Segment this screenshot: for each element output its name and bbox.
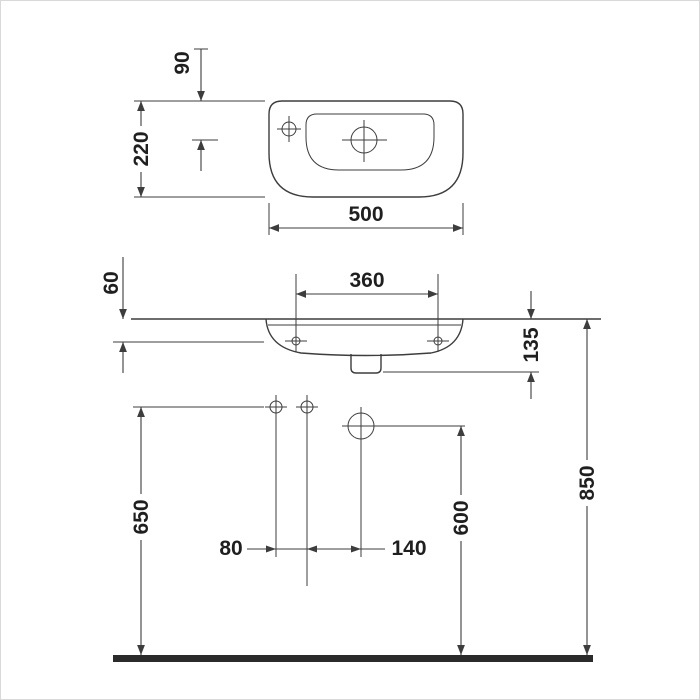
arrowhead-right-supply: [307, 545, 317, 553]
arrowhead-left-supply: [266, 545, 276, 553]
dim-label-supply-height: 650: [130, 499, 153, 534]
fixing-hole-right-circle: [433, 336, 443, 346]
basin-plan-inner-rim: [305, 113, 435, 171]
label-mask: [129, 494, 153, 540]
dim-width-500: 500: [268, 203, 464, 235]
plan-view: [268, 100, 464, 198]
dim-label-supply-to-waste: 140: [391, 537, 426, 560]
label-mask: [575, 460, 599, 506]
fixing-hole-right: [427, 274, 449, 352]
dim-body-height-135: 135: [383, 291, 543, 399]
dim-label-body-height: 135: [520, 327, 543, 362]
dim-supply-height-650: 650: [129, 406, 264, 655]
waste-outlet-body: [350, 354, 382, 374]
floor-line: [113, 655, 593, 662]
fixing-hole-left-circle: [291, 336, 301, 346]
basin-plan-outline: [268, 100, 464, 198]
arrowhead-waste: [351, 545, 361, 553]
dim-label-waste-height: 600: [450, 500, 473, 535]
dim-waste-height-600: 600: [449, 426, 473, 655]
dim-rim-height-850: 850: [575, 319, 599, 655]
dim-label-depth: 220: [130, 131, 153, 166]
dim-depth-220: 220: [129, 100, 265, 198]
dim-label-drain-offset: 90: [171, 51, 194, 74]
dim-label-width: 500: [348, 203, 383, 226]
dim-offsets-80-140: 80 140: [219, 537, 426, 560]
dim-rim-to-holes-60: 60: [100, 257, 264, 373]
front-view: [131, 274, 601, 374]
label-mask: [129, 126, 153, 172]
dim-drain-offset-90: 90: [171, 48, 218, 171]
dim-label-fixing-spacing: 360: [349, 269, 384, 292]
label-mask: [449, 495, 473, 541]
dim-label-supply-spacing: 80: [219, 537, 242, 560]
dim-label-rim-to-holes: 60: [100, 271, 123, 294]
dim-label-rim-height: 850: [576, 465, 599, 500]
basin-front-outline: [265, 318, 464, 357]
dim-fixing-spacing-360: 360: [296, 269, 438, 298]
connection-points: [265, 395, 465, 586]
fixing-hole-left: [285, 274, 307, 352]
